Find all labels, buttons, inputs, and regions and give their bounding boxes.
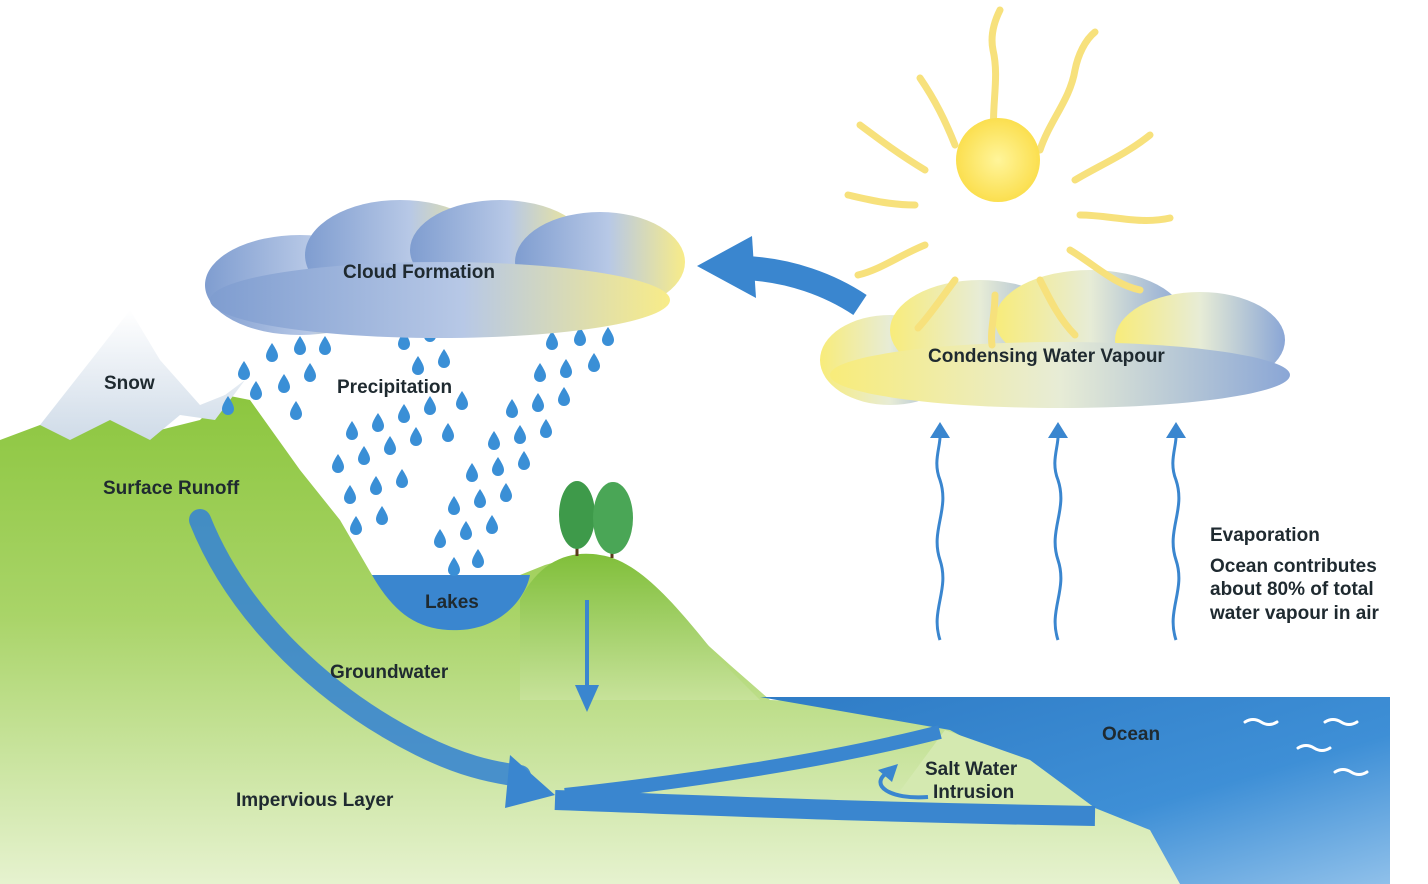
evaporation-note: Evaporation Ocean contributes about 80% …: [1210, 524, 1379, 625]
groundwater-arrowhead: [505, 755, 555, 808]
cloud-formation-label: Cloud Formation: [343, 262, 495, 283]
trees: [559, 481, 633, 558]
evaporation-note-line2: about 80% of total: [1210, 579, 1374, 601]
infiltration-arrow: [575, 600, 599, 712]
vapour-transport-arrow: [697, 236, 867, 316]
evaporation-note-line3: water vapour in air: [1210, 602, 1379, 624]
salt-water-curl-arrow: [878, 764, 929, 800]
sun: [844, 6, 1174, 349]
precipitation-label: Precipitation: [337, 377, 453, 398]
lake: [372, 575, 530, 631]
salt-water-intrusion-flow: [564, 725, 942, 802]
salt-water-intrusion-label-line2: Intrusion: [933, 782, 1015, 803]
cloud-formation-cloud: [205, 200, 685, 338]
condensing-vapour-cloud: [820, 270, 1290, 408]
snow-label: Snow: [104, 373, 155, 394]
surface-runoff-flow: [189, 509, 531, 787]
salt-water-intrusion-label-line1: Salt Water: [925, 759, 1018, 780]
ocean-label: Ocean: [1102, 724, 1161, 745]
condensing-water-vapour-label: Condensing Water Vapour: [928, 346, 1165, 367]
evaporation-title: Evaporation: [1210, 525, 1320, 546]
lakes-label: Lakes: [425, 592, 479, 613]
ocean-body: [760, 697, 1390, 884]
snow-cap: [40, 310, 245, 440]
surface-runoff-label: Surface Runoff: [103, 478, 240, 499]
groundwater-flow-to-ocean: [554, 790, 1096, 826]
hill: [520, 553, 760, 700]
evaporation-arrowheads: [930, 422, 1186, 438]
evaporation-arrows: [935, 429, 1181, 641]
ocean-waves: [1243, 718, 1369, 776]
evaporation-note-line1: Ocean contributes: [1210, 556, 1377, 578]
salt-water-intrusion-wedge: [880, 730, 1095, 818]
groundwater-label: Groundwater: [330, 662, 449, 683]
impervious-layer-label: Impervious Layer: [236, 790, 394, 811]
